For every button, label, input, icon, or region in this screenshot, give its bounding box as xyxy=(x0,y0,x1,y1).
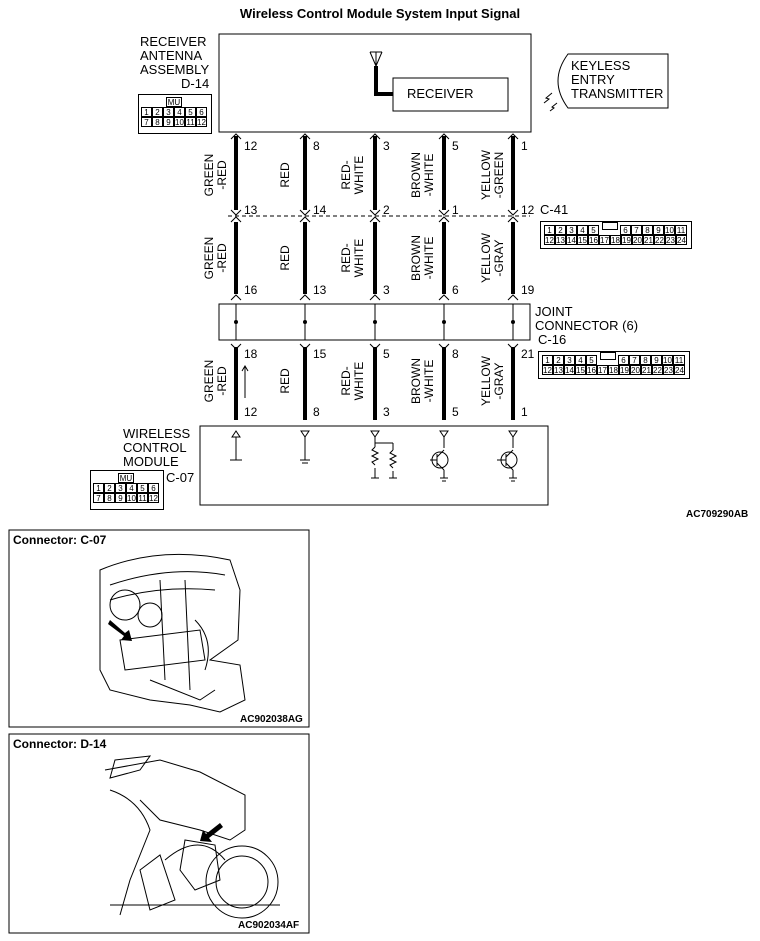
pin-jc-top-2: 13 xyxy=(313,283,327,297)
c16-connector-icon: 1 2 3 4 5 6 7 8 9 10 11 12 13 14 15 16 1… xyxy=(538,351,690,379)
pin-jc-top-5: 19 xyxy=(521,283,535,297)
wire-3-seg1-color: RED- WHITE xyxy=(339,155,366,195)
pin-jc-bottom-4: 8 xyxy=(452,347,459,361)
figure-code-main: AC709290AB xyxy=(686,509,749,520)
wire-2-seg2-color: RED xyxy=(278,245,292,271)
antenna-icon xyxy=(369,51,383,67)
d14-panel-title: Connector: D-14 xyxy=(13,737,107,751)
pin-c41-4: 1 xyxy=(452,203,459,217)
signal-direction-arrow xyxy=(241,365,249,398)
wire-2-seg3-color: RED xyxy=(278,368,292,394)
c07-figure-code: AC902038AG xyxy=(240,714,303,725)
wireless-module-box xyxy=(199,425,549,506)
wireless-module-label: WIRELESS CONTROL MODULE xyxy=(123,426,191,469)
wire-2-seg1-color: RED xyxy=(278,162,292,188)
pin-top-3: 3 xyxy=(383,139,390,153)
connector-d14-panel xyxy=(8,733,310,934)
receiver-label: RECEIVER xyxy=(407,86,474,101)
rear-quarter-illustration xyxy=(104,755,280,919)
diagram-title: Wireless Control Module System Input Sig… xyxy=(239,6,521,21)
wire-4-seg2-color: BROWN -WHITE xyxy=(409,235,436,281)
wire-3-seg2-color: RED- WHITE xyxy=(339,238,366,278)
pin-jc-bottom-5: 21 xyxy=(521,347,535,361)
pin-jc-bottom-2: 15 xyxy=(313,347,327,361)
pin-module-4: 5 xyxy=(452,405,459,419)
wire-5-seg3-color: YELLOW -GRAY xyxy=(479,356,506,407)
pin-module-1: 12 xyxy=(244,405,258,419)
c07-connector-icon: MU 1 2 3 4 5 6 7 8 9 10 11 12 xyxy=(90,470,164,510)
pin-jc-top-1: 16 xyxy=(244,283,258,297)
pin-jc-bottom-1: 18 xyxy=(244,347,258,361)
c41-code: C-41 xyxy=(540,202,569,217)
receiver-antenna-label: RECEIVER ANTENNA ASSEMBLY xyxy=(140,34,210,77)
c07-panel-title: Connector: C-07 xyxy=(13,533,107,547)
module-internal-circuits xyxy=(230,430,518,482)
connector-c07-panel xyxy=(8,529,310,728)
receiver-antenna-code: D-14 xyxy=(181,76,210,91)
receiver-antenna-box xyxy=(218,33,532,133)
wire-4-seg3-color: BROWN -WHITE xyxy=(409,358,436,404)
joint-connector-label: JOINT CONNECTOR (6) xyxy=(535,304,639,333)
wire-5-seg1-color: YELLOW -GREEN xyxy=(479,150,506,201)
pin-jc-top-4: 6 xyxy=(452,283,459,297)
d14-connector-icon: MU 1 2 3 4 5 6 7 8 9 10 11 12 xyxy=(138,94,212,134)
c07-code: C-07 xyxy=(166,470,195,485)
wire-5-seg2-color: YELLOW -GRAY xyxy=(479,233,506,284)
pin-module-2: 8 xyxy=(313,405,320,419)
pin-module-5: 1 xyxy=(521,405,528,419)
connector-chevrons xyxy=(230,133,519,350)
wire-4-seg1-color: BROWN -WHITE xyxy=(409,152,436,198)
pin-c41-2: 14 xyxy=(313,203,327,217)
receiver-box xyxy=(392,77,509,112)
wire-3-seg3-color: RED- WHITE xyxy=(339,361,366,401)
wire-1-seg3-color: GREEN -RED xyxy=(202,359,229,403)
wire-1-seg1-color: GREEN -RED xyxy=(202,153,229,197)
dashboard-illustration xyxy=(99,553,246,713)
wire-1-seg2-color: GREEN -RED xyxy=(202,236,229,280)
pin-top-2: 8 xyxy=(313,139,320,153)
pin-c41-5: 12 xyxy=(521,203,535,217)
pin-jc-bottom-3: 5 xyxy=(383,347,390,361)
pin-top-1: 12 xyxy=(244,139,258,153)
pin-top-5: 1 xyxy=(521,139,528,153)
pin-c41-3: 2 xyxy=(383,203,390,217)
signal-icon xyxy=(543,92,553,104)
c07-location-arrow xyxy=(108,620,132,641)
d14-figure-code: AC902034AF xyxy=(238,920,300,931)
pin-c41-1: 13 xyxy=(244,203,258,217)
c41-connector-icon: 1 2 3 4 5 6 7 8 9 10 11 12 13 14 15 16 1… xyxy=(540,221,692,249)
pin-jc-top-3: 3 xyxy=(383,283,390,297)
pin-module-3: 3 xyxy=(383,405,390,419)
d14-location-arrow xyxy=(200,823,223,842)
pin-top-4: 5 xyxy=(452,139,459,153)
antenna-lead xyxy=(374,66,393,96)
c16-code: C-16 xyxy=(538,332,567,347)
keyless-transmitter-outline xyxy=(557,53,669,109)
keyless-transmitter-label: KEYLESS ENTRY TRANSMITTER xyxy=(571,58,664,101)
